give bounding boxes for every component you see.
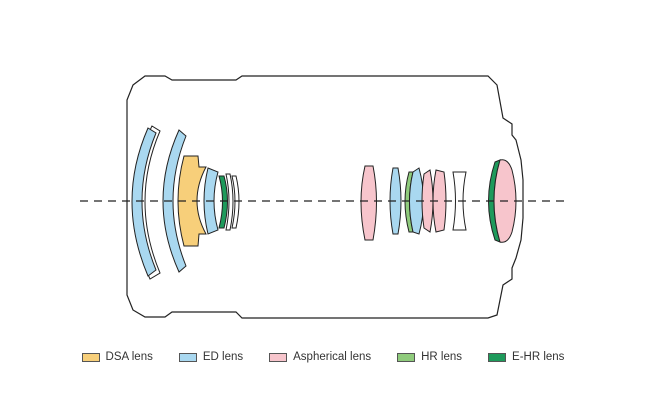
- legend-item-aspherical: Aspherical lens: [269, 351, 371, 363]
- legend-label-ed: ED lens: [202, 351, 244, 363]
- legend-swatch-aspherical: [269, 352, 288, 362]
- lens-barrel-outline: [126, 75, 524, 319]
- element-7: [225, 173, 234, 231]
- legend-item-ed: ED lens: [178, 351, 244, 363]
- legend-item-hr: HR lens: [397, 351, 462, 363]
- legend-label-hr: HR lens: [421, 351, 463, 363]
- legend-label-dsa: DSA lens: [105, 351, 153, 363]
- legend-swatch-hr: [397, 352, 416, 362]
- element-3-ed: [162, 129, 187, 273]
- legend-label-ehr: E-HR lens: [512, 351, 565, 363]
- legend-swatch-dsa: [81, 352, 100, 362]
- element-14-aspherical: [432, 169, 447, 233]
- legend: DSA lens ED lens Aspherical lens HR lens…: [0, 347, 646, 367]
- element-6-ehr: [218, 175, 228, 229]
- legend-item-dsa: DSA lens: [81, 351, 153, 363]
- lens-cross-section: [80, 75, 566, 319]
- legend-swatch-ed: [178, 352, 197, 362]
- element-13-aspherical: [421, 169, 434, 233]
- legend-item-ehr: E-HR lens: [488, 351, 564, 363]
- element-9-aspherical: [360, 165, 377, 241]
- legend-swatch-ehr: [488, 352, 507, 362]
- element-8: [231, 175, 240, 229]
- legend-label-aspherical: Aspherical lens: [293, 351, 372, 363]
- element-2-ed: [131, 127, 157, 277]
